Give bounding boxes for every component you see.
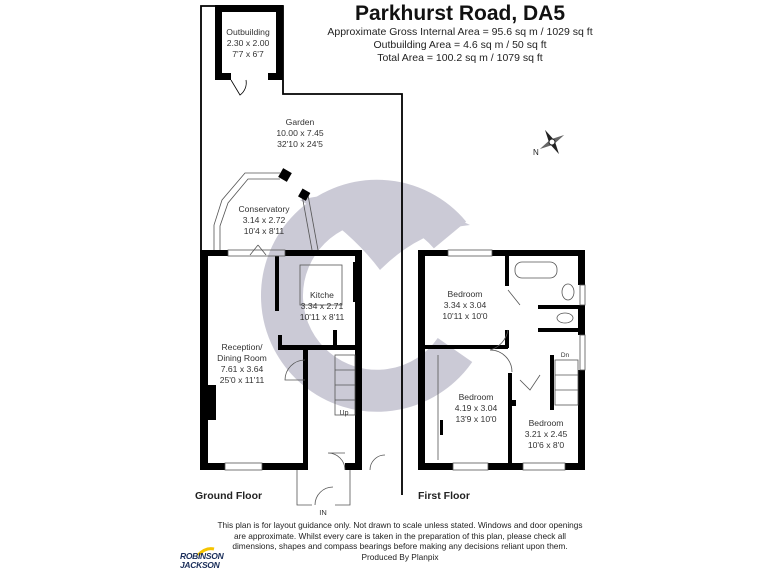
- room-metric: 3.14 x 2.72: [242, 215, 286, 225]
- first-floor-walls: [418, 250, 585, 470]
- room-imperial: 10'4 x 8'11: [243, 226, 285, 236]
- room-outbuilding: Outbuilding 2.30 x 2.00 7'7 x 6'7: [226, 27, 269, 60]
- room-reception-dining: Reception/ Dining Room 7.61 x 3.64 25'0 …: [217, 342, 267, 386]
- logo-line: ROBINSON: [180, 551, 224, 561]
- room-name-line2: Dining Room: [217, 353, 267, 363]
- entrance-label: IN: [319, 508, 327, 517]
- total-area: Total Area = 100.2 sq m / 1079 sq ft: [377, 52, 543, 64]
- room-imperial: 13'9 x 10'0: [455, 414, 497, 424]
- outbuilding-walls: [215, 5, 283, 80]
- conservatory-glazing: [213, 172, 319, 251]
- room-kitchen: Kitche 3.34 x 2.71 10'11 x 8'11: [300, 290, 345, 323]
- room-imperial: 10'11 x 8'11: [299, 312, 345, 322]
- room-name: Bedroom: [447, 289, 483, 299]
- first-floor-details: [437, 249, 586, 471]
- disclaimer-line: are approximate. Whilst every care is ta…: [233, 530, 567, 541]
- watermark-logo: [261, 179, 473, 412]
- stair-down-label: Dn: [560, 352, 570, 359]
- room-imperial: 10'6 x 8'0: [527, 440, 565, 450]
- outbuilding-area: Outbuilding Area = 4.6 sq m / 50 sq ft: [373, 39, 547, 51]
- ground-floor-label: Ground Floor: [195, 490, 263, 502]
- compass-label: N: [533, 148, 539, 157]
- disclaimer-line: dimensions, shapes and compass bearings …: [232, 541, 568, 551]
- room-metric: 3.34 x 3.04: [443, 300, 487, 310]
- room-bedroom-2: Bedroom 4.19 x 3.04 13'9 x 10'0: [455, 392, 498, 425]
- room-metric: 7.61 x 3.64: [220, 364, 264, 374]
- room-imperial: 10'11 x 10'0: [442, 311, 488, 321]
- outbuilding-door: [230, 79, 247, 96]
- room-name: Outbuilding: [226, 27, 270, 37]
- logo-line: JACKSON: [180, 560, 220, 570]
- room-metric: 4.19 x 3.04: [454, 403, 498, 413]
- logo-swoosh-icon: [196, 547, 215, 557]
- room-imperial: 7'7 x 6'7: [232, 49, 264, 59]
- room-name: Garden: [285, 117, 315, 127]
- producer-credit: Produced By Planpix: [361, 551, 439, 562]
- gross-area: Approximate Gross Internal Area = 95.6 s…: [327, 26, 593, 38]
- room-metric: 3.34 x 2.71: [300, 301, 344, 311]
- disclaimer-line: This plan is for layout guidance only. N…: [217, 520, 583, 530]
- room-metric: 3.21 x 2.45: [524, 429, 568, 439]
- room-bedroom-3: Bedroom 3.21 x 2.45 10'6 x 8'0: [525, 418, 568, 451]
- compass-icon: [539, 129, 565, 155]
- ground-floor-walls: [200, 250, 362, 470]
- room-name: Bedroom: [528, 418, 564, 428]
- page-title: Parkhurst Road, DA5: [354, 2, 566, 25]
- room-metric: 10.00 x 7.45: [276, 128, 324, 138]
- agency-logo: ROBINSON JACKSON: [180, 551, 224, 570]
- disclaimer: This plan is for layout guidance only. N…: [170, 520, 630, 562]
- room-imperial: 32'10 x 24'5: [277, 139, 323, 149]
- first-floor-label: First Floor: [418, 490, 470, 502]
- room-name: Kitche: [310, 290, 334, 300]
- room-name: Bedroom: [458, 392, 494, 402]
- room-conservatory: Conservatory 3.14 x 2.72 10'4 x 8'11: [238, 204, 289, 237]
- room-garden: Garden 10.00 x 7.45 32'10 x 24'5: [276, 117, 323, 150]
- room-name: Conservatory: [238, 204, 290, 214]
- room-imperial: 25'0 x 11'11: [219, 375, 265, 385]
- stair-up-label: Up: [339, 410, 349, 417]
- ground-floor-details: [224, 244, 386, 506]
- room-bedroom-1: Bedroom 3.34 x 3.04 10'11 x 10'0: [442, 289, 487, 322]
- room-metric: 2.30 x 2.00: [226, 38, 270, 48]
- room-name: Reception/: [221, 342, 263, 352]
